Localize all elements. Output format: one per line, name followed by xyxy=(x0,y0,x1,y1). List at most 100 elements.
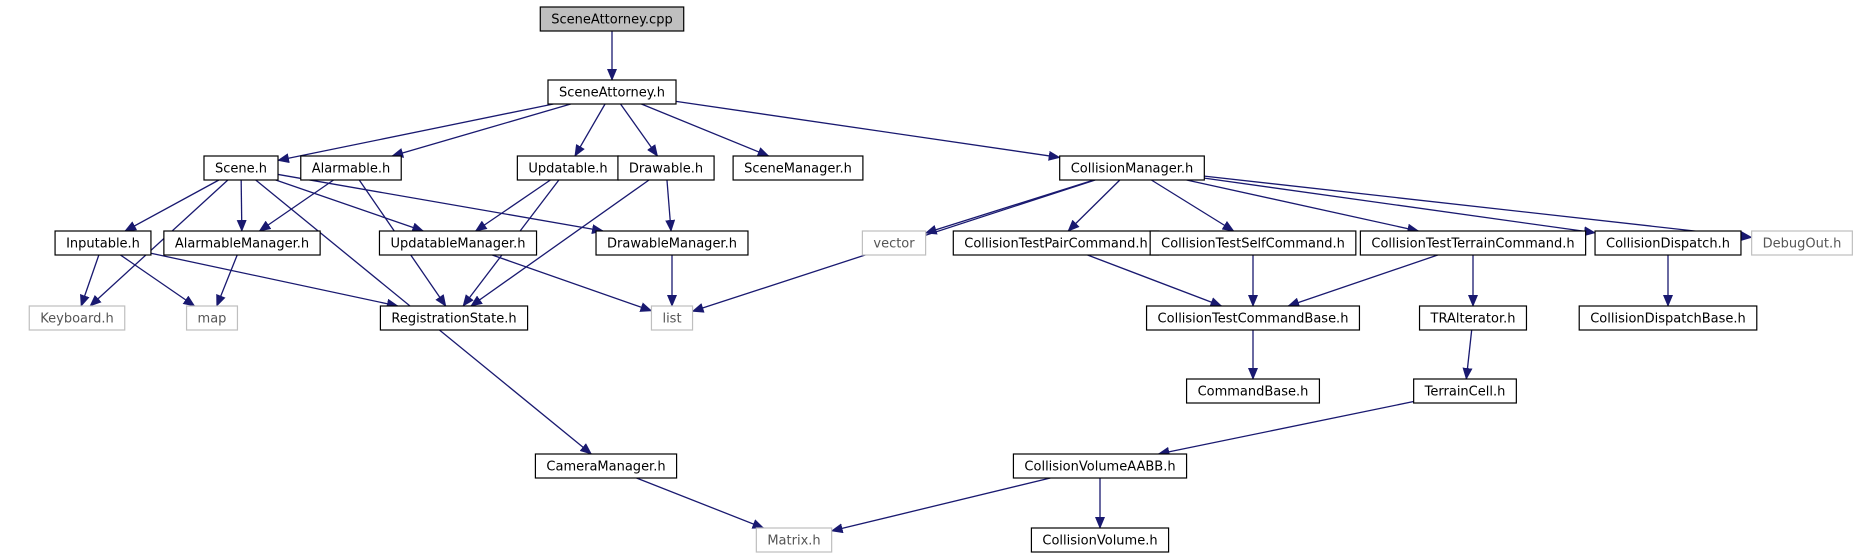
node-box xyxy=(1359,230,1587,256)
edge-collisionmanager-h-to-collisiondispatch-h xyxy=(1204,177,1597,237)
node-ctcmdbase-h[interactable]: CollisionTestCommandBase.h xyxy=(1145,305,1361,331)
node-label: Matrix.h xyxy=(767,534,820,549)
edge-scene-h-to-updatablemanager-h xyxy=(275,179,425,233)
node-traiterator-h[interactable]: TRAlterator.h xyxy=(1418,305,1528,331)
edge-cameramanager-h-to-matrix-h xyxy=(636,477,765,529)
node-alarmable-h[interactable]: Alarmable.h xyxy=(300,155,402,181)
node-inputable-h[interactable]: Inputable.h xyxy=(54,230,152,256)
node-box xyxy=(1413,378,1517,404)
node-box xyxy=(534,453,678,479)
node-label: TRAlterator.h xyxy=(1430,312,1516,327)
node-box xyxy=(595,230,749,256)
node-alarmablemanager-h[interactable]: AlarmableManager.h xyxy=(163,230,321,256)
node-label: DebugOut.h xyxy=(1763,237,1842,252)
node-box xyxy=(1751,230,1853,256)
edge-drawable-h-to-drawablemanager-h xyxy=(665,179,676,232)
node-box xyxy=(1594,230,1742,256)
node-label: CollisionTestTerrainCommand.h xyxy=(1371,237,1574,252)
edge-terraincell-h-to-collisionvolumeaabb-h xyxy=(1157,400,1414,457)
node-keyboard-h: Keyboard.h xyxy=(28,305,126,331)
node-registrationstate-h[interactable]: RegistrationState.h xyxy=(379,305,529,331)
edge-scene-h-to-drawablemanager-h xyxy=(277,173,605,235)
node-drawablemanager-h[interactable]: DrawableManager.h xyxy=(595,230,749,256)
edge-drawable-h-to-registrationstate-h xyxy=(470,179,650,307)
edge-sceneattorney-h-to-scene-h xyxy=(277,103,554,164)
node-box xyxy=(28,305,126,331)
edge-inputable-h-to-map xyxy=(120,254,196,307)
node-box xyxy=(650,305,694,331)
node-label: CollisionDispatchBase.h xyxy=(1590,312,1746,327)
node-box xyxy=(1185,378,1321,404)
node-box xyxy=(185,305,239,331)
node-cameramanager-h[interactable]: CameraManager.h xyxy=(534,453,678,479)
node-updatable-h[interactable]: Updatable.h xyxy=(516,155,620,181)
node-ctterraincmd-h[interactable]: CollisionTestTerrainCommand.h xyxy=(1359,230,1587,256)
node-label: CollisionVolume.h xyxy=(1042,534,1157,549)
edge-collisionmanager-h-to-debugout-h xyxy=(1204,175,1753,242)
node-label: CollisionManager.h xyxy=(1071,162,1194,177)
node-box xyxy=(1145,305,1361,331)
node-label: SceneAttorney.h xyxy=(559,86,665,101)
node-label: map xyxy=(198,312,227,327)
node-root[interactable]: SceneAttorney.cpp xyxy=(539,6,685,32)
node-label: Inputable.h xyxy=(66,237,140,252)
node-box xyxy=(617,155,715,181)
edge-inputable-h-to-keyboard-h xyxy=(80,254,100,307)
node-label: Drawable.h xyxy=(629,162,703,177)
node-updatablemanager-h[interactable]: UpdatableManager.h xyxy=(378,230,538,256)
node-label: DrawableManager.h xyxy=(607,237,737,252)
edge-inputable-h-to-registrationstate-h xyxy=(150,252,399,309)
edge-updatable-h-to-updatablemanager-h xyxy=(474,179,551,232)
node-label: list xyxy=(662,312,681,327)
edge-ctterraincmd-h-to-ctcmdbase-h xyxy=(1287,254,1439,308)
node-scene-h[interactable]: Scene.h xyxy=(203,155,279,181)
edge-sceneattorney-h-to-scenemanager-h xyxy=(641,103,770,157)
edge-collisionmanager-h-to-ctpaircmd-h xyxy=(1067,179,1121,232)
node-label: Updatable.h xyxy=(528,162,607,177)
node-debugout-h: DebugOut.h xyxy=(1751,230,1853,256)
edge-updatablemanager-h-to-list xyxy=(492,254,653,312)
node-box xyxy=(379,305,529,331)
node-ctpaircmd-h[interactable]: CollisionTestPairCommand.h xyxy=(952,230,1160,256)
node-label: CollisionTestSelfCommand.h xyxy=(1161,237,1345,252)
node-box xyxy=(1059,155,1205,181)
node-label: CollisionTestCommandBase.h xyxy=(1158,312,1349,327)
node-box xyxy=(539,6,685,32)
node-collisionmanager-h[interactable]: CollisionManager.h xyxy=(1059,155,1205,181)
edge-sceneattorney-h-to-drawable-h xyxy=(619,103,659,157)
node-commandbase-h[interactable]: CommandBase.h xyxy=(1185,378,1321,404)
node-label: CollisionTestPairCommand.h xyxy=(964,237,1147,252)
node-label: Alarmable.h xyxy=(312,162,390,177)
node-list: list xyxy=(650,305,694,331)
node-label: RegistrationState.h xyxy=(391,312,516,327)
node-box xyxy=(755,527,833,553)
node-box xyxy=(1012,453,1188,479)
node-drawable-h[interactable]: Drawable.h xyxy=(617,155,715,181)
node-label: CameraManager.h xyxy=(546,460,665,475)
node-collisionvolumeaabb-h[interactable]: CollisionVolumeAABB.h xyxy=(1012,453,1188,479)
edge-collisionmanager-h-to-ctterraincmd-h xyxy=(1186,179,1420,234)
edge-alarmablemanager-h-to-map xyxy=(216,254,238,307)
node-box xyxy=(300,155,402,181)
node-vector: vector xyxy=(861,230,927,256)
edge-scene-h-to-inputable-h xyxy=(124,179,220,232)
node-collisiondispatch-h[interactable]: CollisionDispatch.h xyxy=(1594,230,1742,256)
edge-collisionvolumeaabb-h-to-matrix-h xyxy=(830,477,1051,534)
node-box xyxy=(547,79,677,105)
node-sceneattorney-h[interactable]: SceneAttorney.h xyxy=(547,79,677,105)
node-collisionvolume-h[interactable]: CollisionVolume.h xyxy=(1030,527,1170,553)
node-box xyxy=(54,230,152,256)
node-label: CollisionVolumeAABB.h xyxy=(1024,460,1175,475)
node-label: CollisionDispatch.h xyxy=(1606,237,1730,252)
node-box xyxy=(378,230,538,256)
node-box xyxy=(203,155,279,181)
edge-collisionmanager-h-to-vector xyxy=(924,179,1095,235)
node-terraincell-h[interactable]: TerrainCell.h xyxy=(1413,378,1517,404)
node-collisiondispatchbase-h[interactable]: CollisionDispatchBase.h xyxy=(1578,305,1758,331)
node-label: vector xyxy=(873,237,915,252)
edge-scene-h-to-alarmablemanager-h xyxy=(236,179,247,232)
node-ctselfcmd-h[interactable]: CollisionTestSelfCommand.h xyxy=(1149,230,1357,256)
node-scenemanager-h[interactable]: SceneManager.h xyxy=(732,155,864,181)
node-label: Keyboard.h xyxy=(40,312,113,327)
